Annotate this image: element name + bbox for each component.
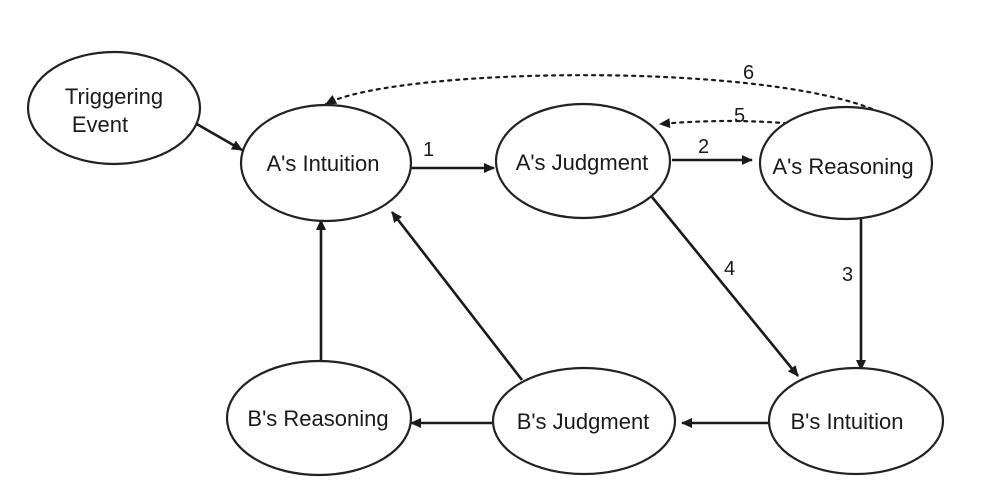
- node-label-b-judgment: B's Judgment: [517, 409, 650, 434]
- node-b-judgment: B's Judgment: [491, 366, 677, 476]
- edge-4-a-judgment-to-b-intuition: [650, 196, 800, 377]
- edge-label-5: 5: [734, 105, 745, 127]
- edge-label-6: 6: [743, 62, 754, 84]
- node-a-intuition: A's Intuition: [239, 103, 413, 223]
- node-a-judgment: A's Judgment: [494, 102, 672, 220]
- node-label-b-intuition: B's Intuition: [790, 409, 903, 434]
- edge-label-4: 4: [724, 258, 735, 280]
- node-label-triggering-line1: Triggering: [65, 84, 163, 109]
- node-label-b-reasoning: B's Reasoning: [247, 406, 388, 431]
- edge-5-a-reasoning-to-a-judgment: [658, 118, 797, 129]
- node-a-reasoning: A's Reasoning: [758, 105, 934, 221]
- edge-label-3: 3: [842, 264, 853, 286]
- node-label-a-intuition: A's Intuition: [266, 151, 379, 176]
- node-b-intuition: B's Intuition: [767, 366, 945, 476]
- node-b-reasoning: B's Reasoning: [225, 359, 413, 477]
- edge-6-a-reasoning-to-a-intuition: [324, 74, 902, 126]
- node-label-a-reasoning: A's Reasoning: [772, 154, 913, 179]
- edge-b-judgment-to-a-intuition: [390, 211, 524, 381]
- edge-label-2: 2: [698, 136, 709, 158]
- edge-triggering-to-a-intuition: [194, 121, 243, 152]
- node-label-a-judgment: A's Judgment: [516, 150, 649, 175]
- node-triggering-event: Triggering Event: [26, 50, 202, 166]
- edge-label-1: 1: [423, 139, 434, 161]
- node-label-triggering-line2: Event: [72, 112, 128, 137]
